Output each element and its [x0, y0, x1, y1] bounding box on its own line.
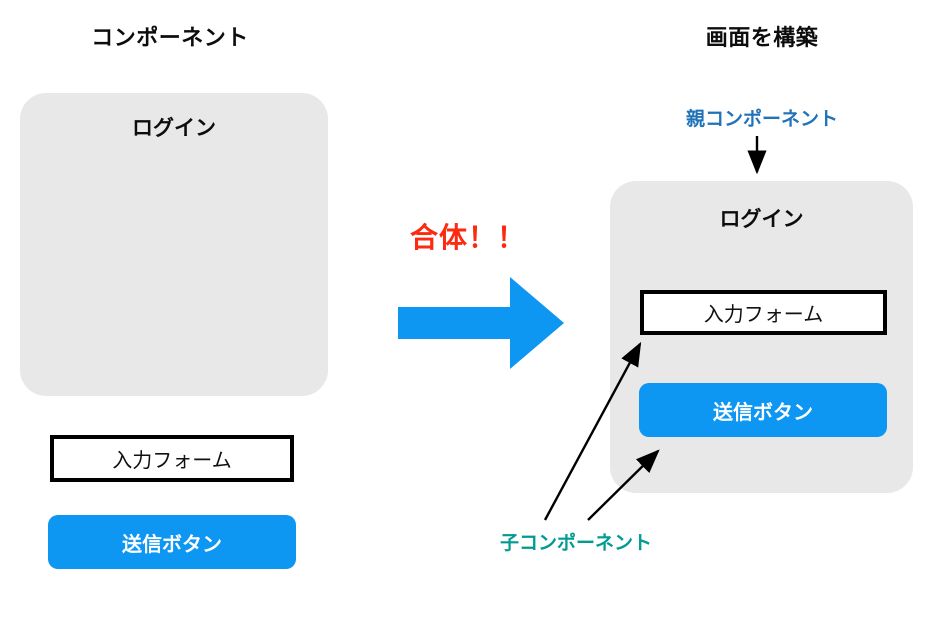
- component-panel-right: ログイン: [610, 181, 913, 493]
- panel-title-login-left: ログイン: [132, 117, 216, 140]
- component-panel-left: ログイン: [20, 93, 328, 396]
- submit-button-left[interactable]: 送信ボタン: [48, 515, 296, 569]
- submit-button-right[interactable]: 送信ボタン: [639, 383, 887, 437]
- input-form-box-left[interactable]: 入力フォーム: [50, 435, 294, 482]
- merge-label: 合体！！: [410, 222, 527, 253]
- input-form-label-right: 入力フォーム: [703, 304, 824, 326]
- child-component-annotation-label: 子コンポーネント: [500, 533, 653, 554]
- panel-title-login-right: ログイン: [719, 208, 804, 231]
- submit-button-label-right: 送信ボタン: [713, 401, 813, 424]
- right-section-title: 画面を構築: [705, 25, 819, 50]
- submit-button-label-left: 送信ボタン: [122, 533, 222, 556]
- right-arrow-icon: [398, 274, 566, 372]
- parent-component-annotation-label: 親コンポーネント: [685, 109, 838, 130]
- input-form-label-left: 入力フォーム: [112, 450, 232, 472]
- left-section-title: コンポーネント: [91, 25, 249, 50]
- input-form-box-right[interactable]: 入力フォーム: [640, 290, 887, 335]
